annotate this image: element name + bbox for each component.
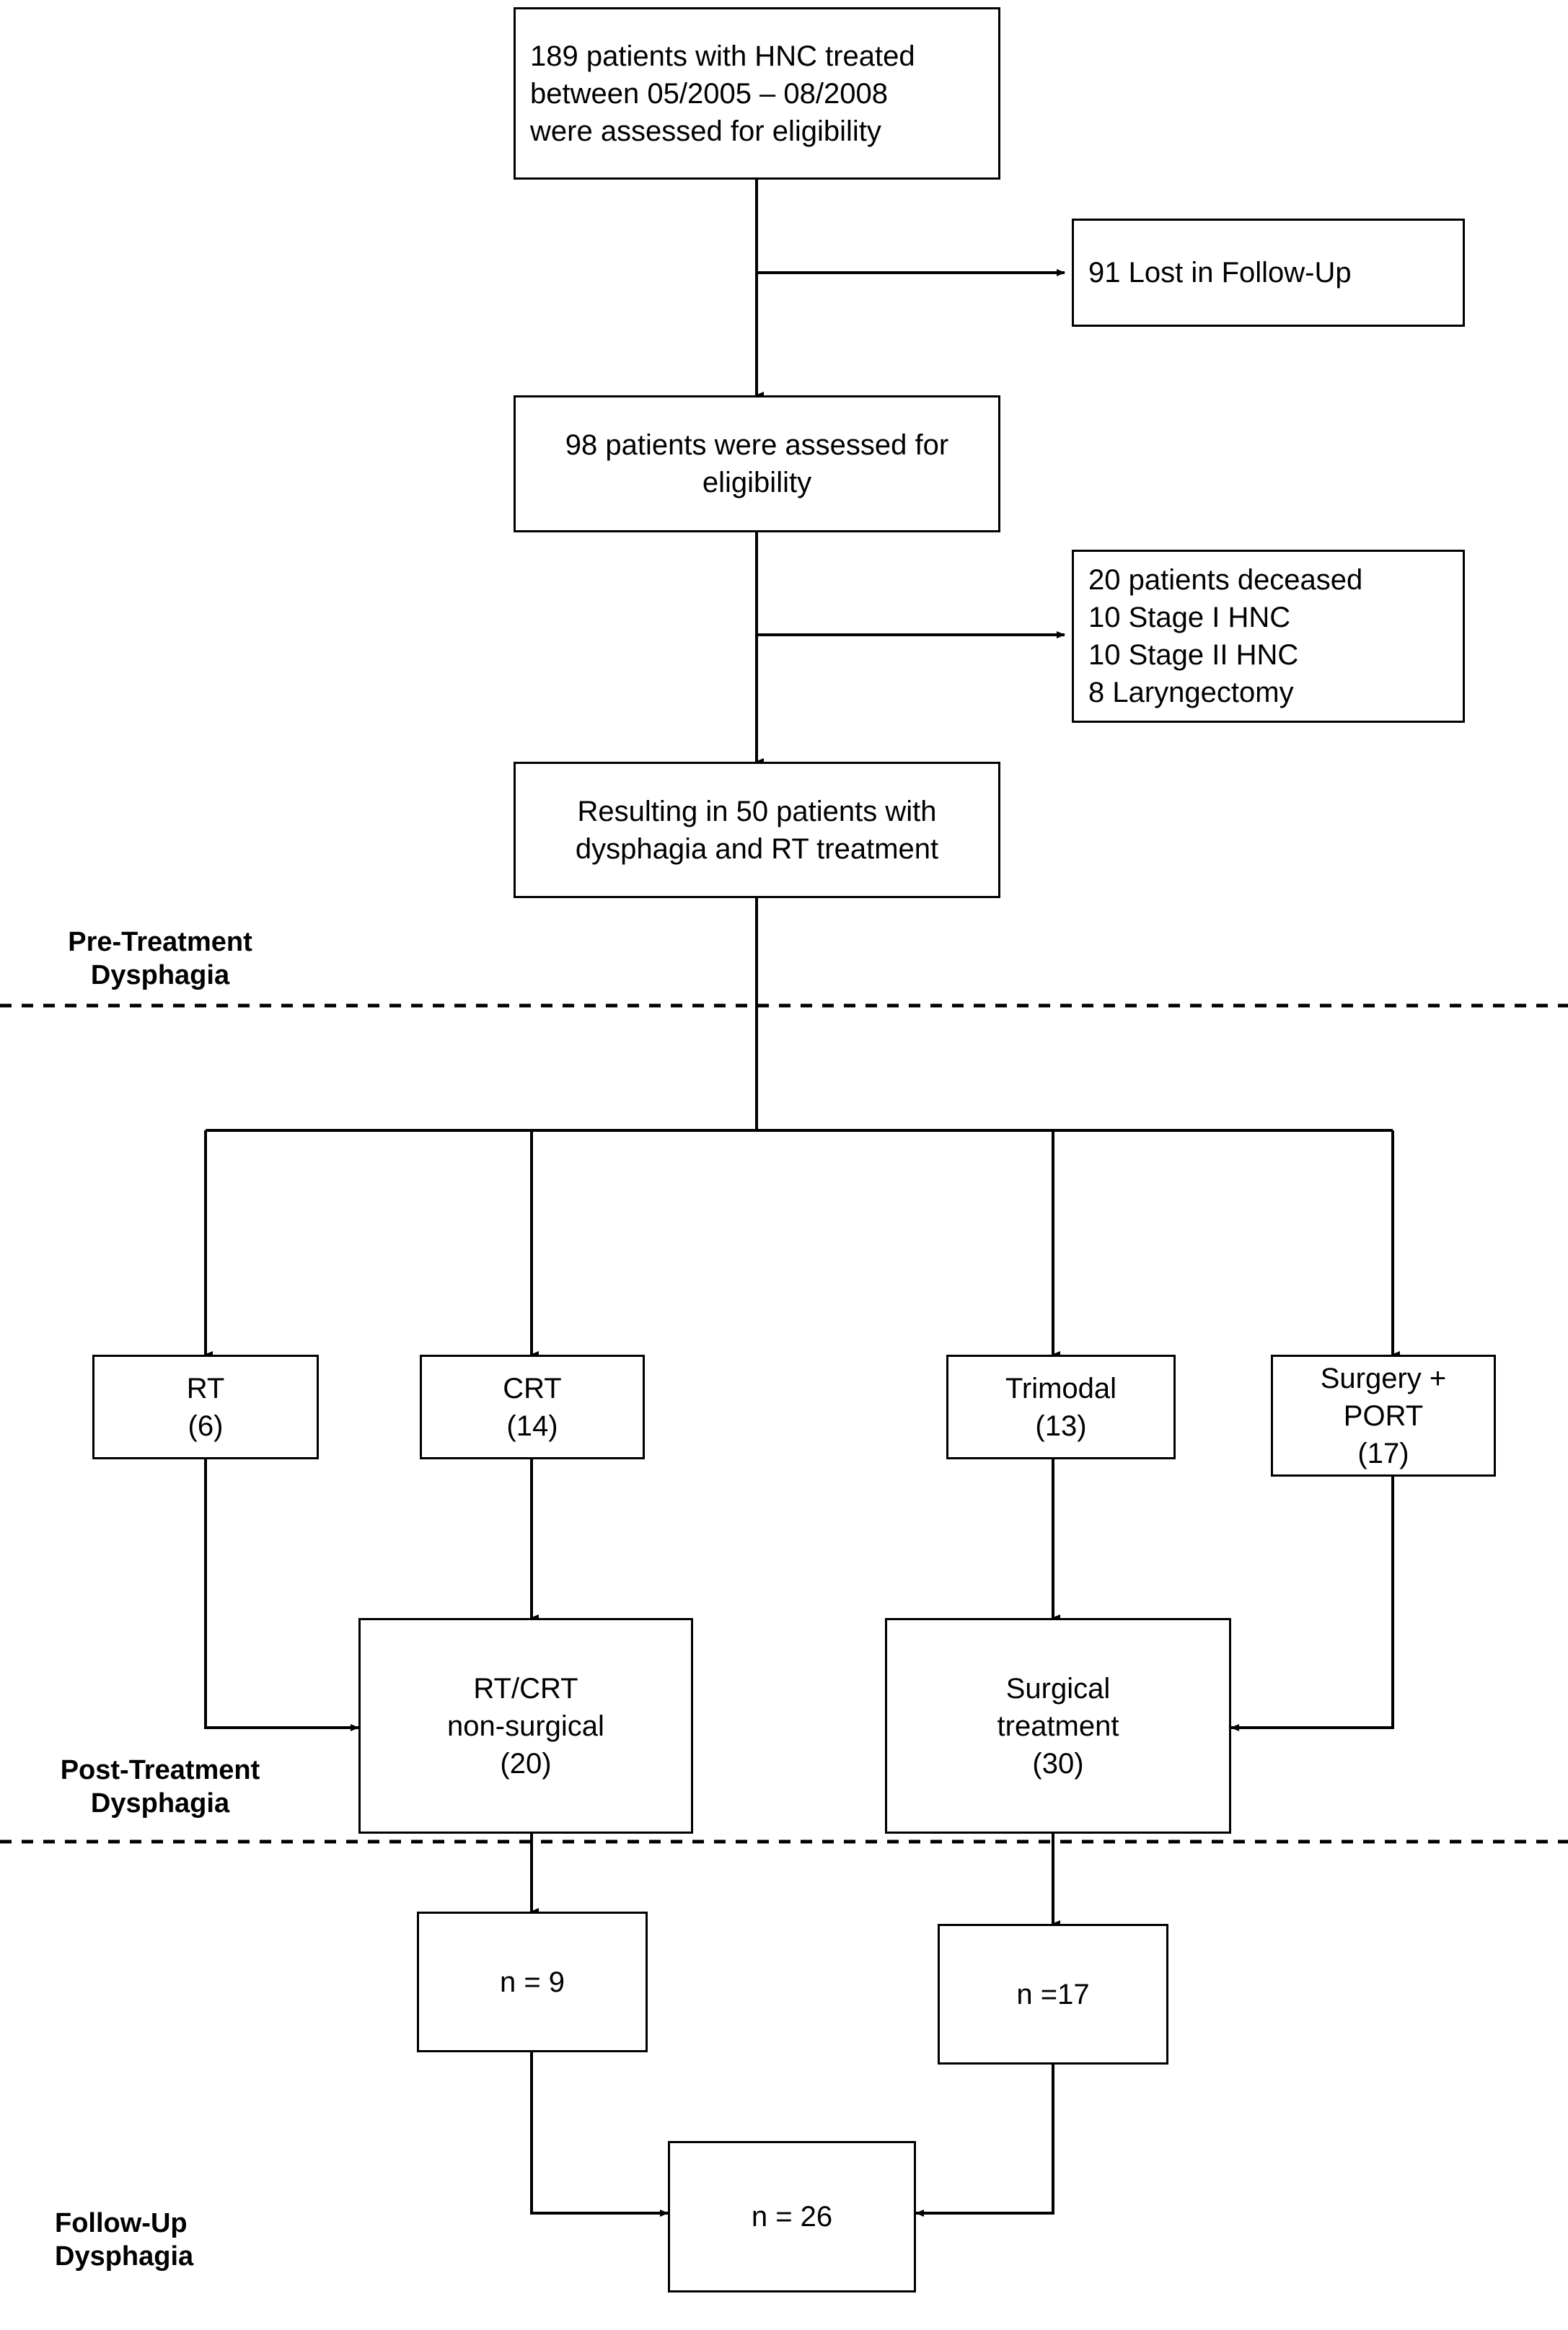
connector-rt-to-nonsurgical: [204, 1459, 359, 1731]
node-trimodal-text: Trimodal (13): [1005, 1372, 1117, 1442]
stage-label-follow-up: Follow-Up Dysphagia: [55, 2208, 194, 2272]
node-surgery-port[interactable]: Surgery + PORT (17): [1271, 1355, 1496, 1477]
node-crt-text: CRT (14): [503, 1372, 562, 1442]
node-followup-nonsurgical-text: n = 9: [499, 1966, 565, 1998]
node-excluded-deceased[interactable]: 20 patients deceased 10 Stage I HNC 10 S…: [1072, 550, 1465, 723]
node-excluded-deceased-text: 20 patients deceased 10 Stage I HNC 10 S…: [1088, 564, 1363, 708]
node-followup-total[interactable]: n = 26: [668, 2141, 916, 2292]
node-followup-total-text: n = 26: [751, 2201, 833, 2233]
node-assessed-text: 98 patients were assessed for eligibilit…: [565, 429, 949, 498]
node-trimodal[interactable]: Trimodal (13): [946, 1355, 1176, 1459]
node-followup-surgical[interactable]: n =17: [938, 1924, 1168, 2065]
node-lost-followup-text: 91 Lost in Follow-Up: [1088, 257, 1352, 289]
connector-n9-to-total: [530, 2052, 669, 2217]
connector-surgery-to-surgical: [1230, 1477, 1394, 1731]
node-nonsurgical[interactable]: RT/CRT non-surgical (20): [358, 1618, 693, 1834]
stage-label-post-treatment: Post-Treatment Dysphagia: [60, 1755, 260, 1819]
node-lost-followup[interactable]: 91 Lost in Follow-Up: [1072, 219, 1465, 327]
node-surgical-text: Surgical treatment (30): [997, 1672, 1119, 1780]
node-screened-text: 189 patients with HNC treated between 05…: [530, 40, 915, 147]
node-assessed[interactable]: 98 patients were assessed for eligibilit…: [514, 395, 1000, 532]
node-screened[interactable]: 189 patients with HNC treated between 05…: [514, 7, 1000, 180]
node-resulting-text: Resulting in 50 patients with dysphagia …: [575, 795, 939, 865]
node-surgical[interactable]: Surgical treatment (30): [885, 1618, 1231, 1834]
connector-group: [0, 180, 1568, 2217]
node-crt[interactable]: CRT (14): [420, 1355, 645, 1459]
node-rt[interactable]: RT (6): [92, 1355, 319, 1459]
node-resulting[interactable]: Resulting in 50 patients with dysphagia …: [514, 762, 1000, 898]
connector-n17-to-total: [915, 2065, 1054, 2217]
node-rt-text: RT (6): [186, 1372, 225, 1442]
node-surgery-port-text: Surgery + PORT (17): [1320, 1362, 1447, 1469]
node-followup-nonsurgical[interactable]: n = 9: [417, 1912, 648, 2052]
node-nonsurgical-text: RT/CRT non-surgical (20): [447, 1672, 604, 1780]
stage-label-pre-treatment: Pre-Treatment Dysphagia: [68, 927, 252, 991]
node-followup-surgical-text: n =17: [1016, 1978, 1090, 2010]
